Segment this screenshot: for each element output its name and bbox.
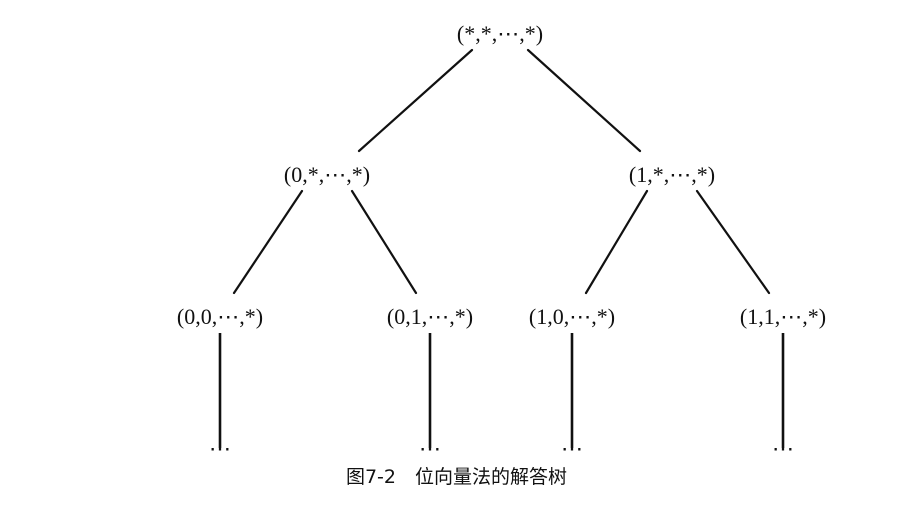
figure-caption: 图7-2 位向量法的解答树 [345,466,568,488]
node-n0: (0,*,⋯,*) [284,162,370,187]
node-root: (*,*,⋯,*) [457,21,543,46]
solution-tree-diagram: ⋯ ⋯ ⋯ ⋯ (*,*,⋯,*) (0,*,⋯,*) (1,*,⋯,*) (0,0,⋯,*… [177,21,826,460]
node-n11: (1,1,⋯,*) [740,304,826,329]
node-n10: (1,0,⋯,*) [529,304,615,329]
continuation-stubs: ⋯ ⋯ ⋯ ⋯ [209,333,794,460]
edge-n0-n00 [232,189,304,295]
edge-root-n1 [526,48,642,153]
continuation-ellipsis-n10: ⋯ [561,436,583,460]
tree-node-labels: (*,*,⋯,*) (0,*,⋯,*) (1,*,⋯,*) (0,0,⋯,*) (0,1… [177,21,826,329]
edge-n1-n11 [695,189,771,295]
continuation-ellipsis-n11: ⋯ [772,436,794,460]
node-n1: (1,*,⋯,*) [629,162,715,187]
edge-root-n0 [357,48,474,153]
node-n01: (0,1,⋯,*) [387,304,473,329]
edge-n0-n01 [350,189,418,295]
node-n00: (0,0,⋯,*) [177,304,263,329]
continuation-ellipsis-n01: ⋯ [419,436,441,460]
continuation-ellipsis-n00: ⋯ [209,436,231,460]
tree-edges [232,48,771,295]
edge-n1-n10 [584,189,649,295]
